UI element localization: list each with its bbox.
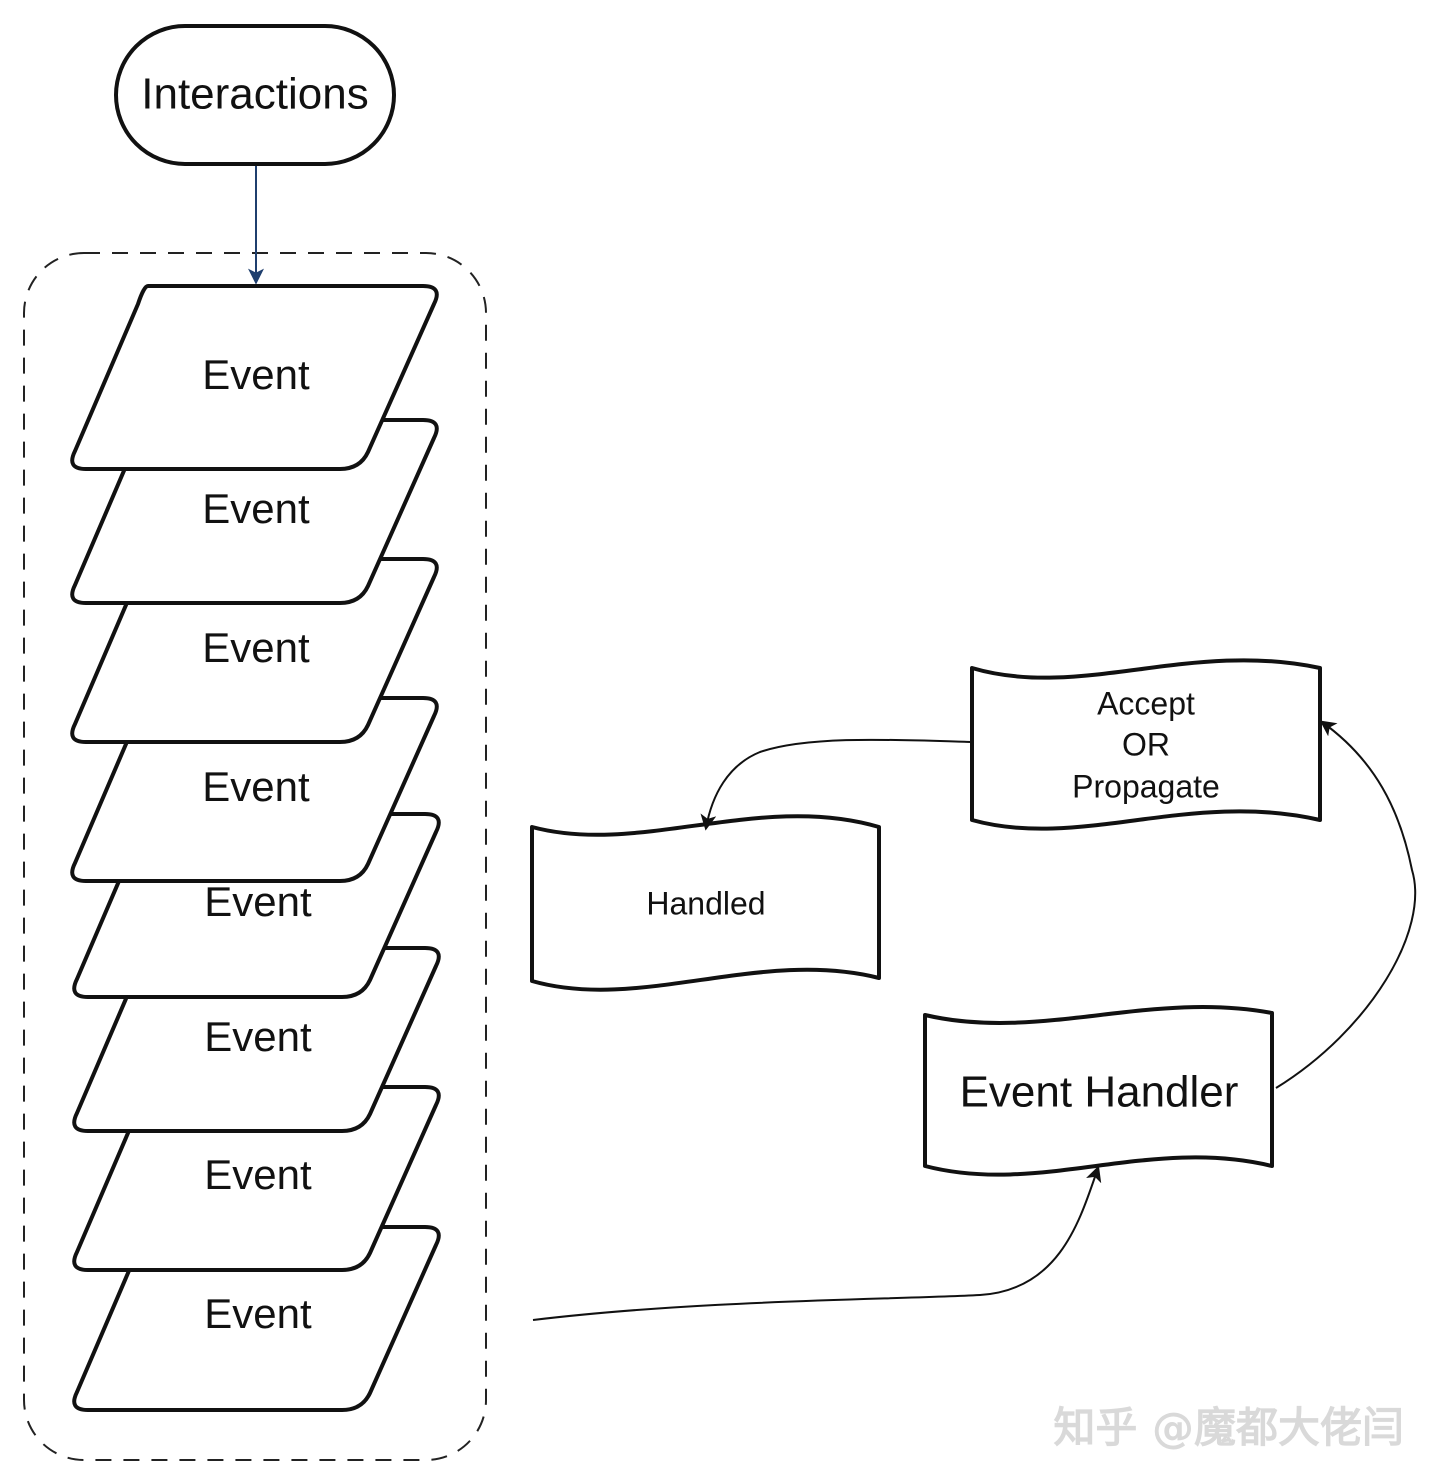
event-label: Event	[204, 1151, 312, 1198]
decision-line-or: OR	[1122, 726, 1170, 762]
decision-line-accept: Accept	[1097, 685, 1195, 721]
decision-to-handled-arrow	[700, 738, 972, 831]
event-card-1: Event	[70, 284, 439, 471]
watermark-text: 知乎 @魔都大佬闫	[1053, 1403, 1404, 1452]
decision-line-propagate: Propagate	[1072, 768, 1220, 804]
event-label: Event	[202, 763, 310, 810]
event-card-8: Event	[72, 1225, 441, 1412]
event-label: Event	[204, 1013, 312, 1060]
accept-or-propagate-node: Accept OR Propagate	[970, 658, 1322, 831]
event-label: Event	[202, 624, 310, 671]
interactions-node: Interactions	[114, 24, 396, 166]
event-to-handler-arrow	[532, 1165, 1102, 1321]
event-stack: Event Event Event Event Event Event Even…	[70, 284, 441, 1412]
event-label: Event	[204, 878, 312, 925]
handled-label: Handled	[646, 885, 765, 921]
handled-node: Handled	[530, 814, 881, 992]
event-label: Event	[202, 351, 310, 398]
event-label: Event	[204, 1290, 312, 1337]
event-handler-label: Event Handler	[960, 1068, 1239, 1117]
event-handler-node: Event Handler	[923, 1004, 1274, 1177]
interactions-label: Interactions	[141, 70, 368, 119]
handler-to-decision-arrow	[1275, 720, 1417, 1089]
event-label: Event	[202, 485, 310, 532]
